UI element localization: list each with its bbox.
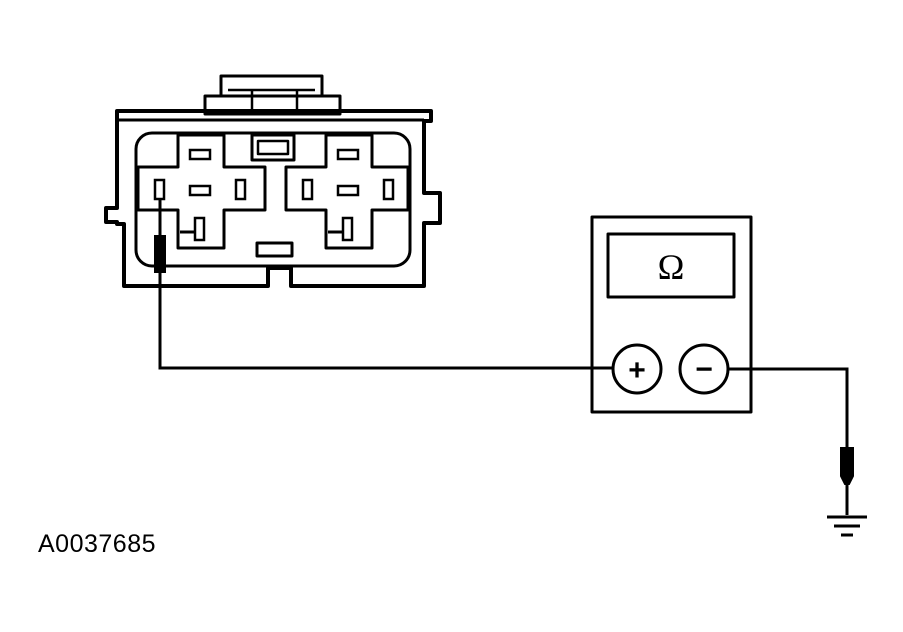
negative-symbol: − — [695, 353, 713, 386]
connector-pin — [188, 184, 212, 197]
ground-icon — [827, 515, 867, 537]
connector-pin — [188, 148, 212, 161]
multimeter-body — [590, 215, 753, 414]
connector-cavity — [134, 131, 412, 268]
probe-tip — [154, 235, 166, 273]
connector-pin — [153, 178, 166, 201]
figure-id: A0037685 — [38, 530, 157, 558]
connector-pin — [336, 148, 360, 161]
connector — [104, 74, 442, 288]
left-terminal-block — [136, 133, 267, 250]
ground-clip — [840, 447, 854, 515]
connector-latch-base — [203, 94, 342, 116]
multimeter: Ω + − — [590, 215, 753, 414]
connector-bottom-slot — [255, 241, 294, 258]
multimeter-display — [606, 232, 736, 299]
right-terminal-block — [284, 133, 410, 250]
connector-pin — [382, 178, 395, 201]
test-lead-negative — [728, 367, 849, 448]
connector-pin — [341, 216, 354, 242]
connector-pin — [336, 184, 360, 197]
positive-terminal[interactable] — [611, 343, 663, 395]
connector-housing — [104, 109, 442, 288]
test-lead-positive — [158, 272, 612, 370]
connector-key-slot — [250, 133, 296, 162]
connector-pin — [234, 178, 247, 201]
connector-latch — [219, 74, 324, 98]
positive-symbol: + — [628, 354, 646, 387]
ohm-symbol: Ω — [658, 247, 685, 287]
connector-pin — [193, 216, 206, 242]
connector-pin — [301, 178, 314, 201]
